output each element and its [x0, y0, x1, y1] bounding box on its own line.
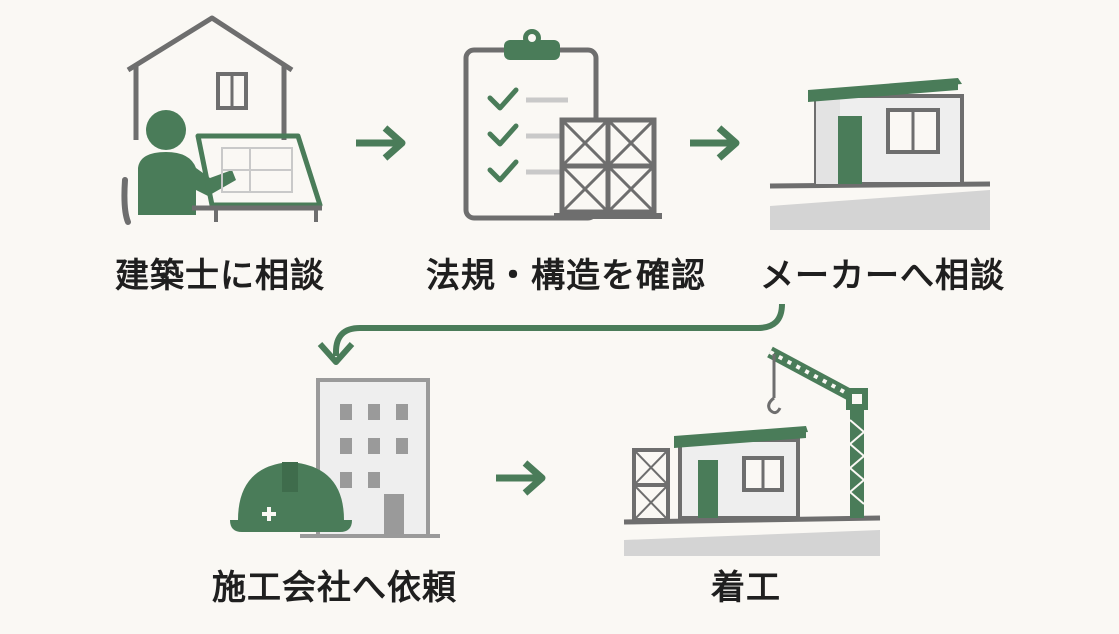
- step-2-label: 法規・構造を確認: [426, 256, 706, 296]
- step-1-label: 建築士に相談: [115, 256, 325, 296]
- house-with-crane-icon: [623, 346, 881, 556]
- flow-arrow-1: [356, 125, 406, 161]
- checklist-clipboard-scaffold-icon: [463, 29, 662, 221]
- flow-arrow-4: [496, 460, 546, 496]
- step-5-label: 着工: [711, 568, 781, 608]
- step-4-label: 施工会社へ依頼: [212, 568, 457, 608]
- flow-arrow-3-return: [317, 303, 785, 365]
- hardhat-office-building-icon: [230, 378, 440, 538]
- prefab-house-icon: [769, 78, 991, 230]
- step-3-label: メーカーへ相談: [760, 256, 1005, 296]
- flow-arrow-2: [690, 125, 740, 161]
- architect-at-drafting-table-icon: [121, 15, 323, 225]
